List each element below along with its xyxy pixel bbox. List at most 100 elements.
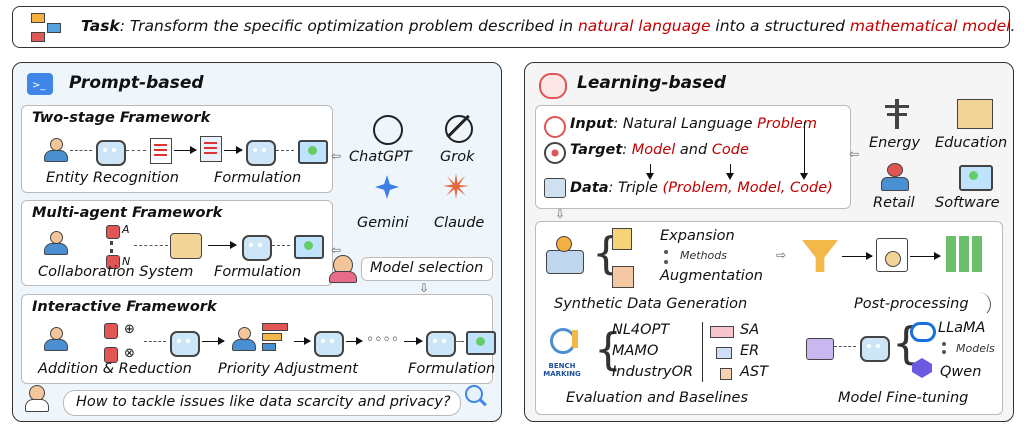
remove-agent-icon xyxy=(104,347,118,363)
benchmark-industryor: IndustryOR xyxy=(612,364,694,380)
monitor-icon xyxy=(298,140,328,164)
dots-icon xyxy=(664,250,672,264)
interactive-box: Interactive Framework ⊕ ⊗ ◦◦◦◦ Addition … xyxy=(21,294,496,384)
grid-icon xyxy=(946,236,982,272)
arrow-down xyxy=(726,164,734,180)
arrow-down-icon: ⇩ xyxy=(555,207,566,221)
prompt-based-panel: >_ Prompt-based Two-stage Framework Enti… xyxy=(12,62,502,422)
dashed-arrow xyxy=(144,341,166,342)
robot-icon xyxy=(860,336,890,362)
ellipsis-icon: ◦◦◦◦ xyxy=(366,332,400,348)
llama-label: LLaMA xyxy=(938,320,986,336)
robot-icon xyxy=(96,140,126,166)
metric-ast: AST xyxy=(740,364,768,380)
plus-icon: ⊕ xyxy=(124,322,135,337)
chevron-right-icon: ⇨ xyxy=(776,248,787,262)
arrow xyxy=(346,337,363,345)
funnel-icon xyxy=(802,240,838,272)
domain-retail: Retail xyxy=(873,195,915,211)
bar-pink-icon xyxy=(710,326,734,338)
target-line: Target: Model and Code xyxy=(570,142,749,158)
benchmark-badge: BENCH MARKING xyxy=(543,362,581,378)
qwen-icon xyxy=(912,358,932,378)
team-icon xyxy=(170,233,202,259)
data-line: Data: Triple (Problem, Model, Code) xyxy=(570,180,833,196)
metric-sa: SA xyxy=(740,322,760,338)
user-icon xyxy=(42,327,68,353)
arrow xyxy=(294,337,311,345)
two-stage-title: Two-stage Framework xyxy=(32,110,211,126)
two-stage-box: Two-stage Framework Entity Recognition F… xyxy=(21,105,333,193)
software-icon xyxy=(959,165,993,191)
retail-icon xyxy=(879,163,909,191)
metric-er: ER xyxy=(740,343,760,359)
multi-agent-title: Multi-agent Framework xyxy=(32,205,223,221)
education-icon xyxy=(957,99,993,129)
arrow xyxy=(404,337,423,345)
dashed-arrow xyxy=(276,150,294,151)
magnifier-icon xyxy=(465,385,487,407)
meta-icon xyxy=(910,322,936,342)
monitor-icon xyxy=(294,235,324,259)
model-fine-tuning-label: Model Fine-tuning xyxy=(838,390,969,406)
model-gemini: Gemini xyxy=(357,215,409,231)
energy-icon xyxy=(883,99,913,129)
robot-icon xyxy=(170,331,200,357)
task-banner: Task: Transform the specific optimizatio… xyxy=(12,6,1015,48)
bar-blue-icon xyxy=(716,347,732,359)
formulation-label: Formulation xyxy=(214,170,302,186)
curved-arrow-icon xyxy=(966,292,991,317)
collaboration-system-label: Collaboration System xyxy=(38,264,194,280)
input-line: Input: Natural Language Problem xyxy=(570,116,817,132)
evaluation-baselines-label: Evaluation and Baselines xyxy=(566,390,749,406)
question-box: How to tackle issues like data scarcity … xyxy=(63,390,461,416)
synthetic-data-generation-label: Synthetic Data Generation xyxy=(554,296,748,312)
arrow xyxy=(910,252,941,260)
agent-a-label: A xyxy=(122,223,130,236)
dots-icon xyxy=(942,342,950,354)
io-box: Input: Natural Language Problem Target: … xyxy=(535,105,851,209)
model-chatgpt: ChatGPT xyxy=(349,149,412,165)
expansion-icon xyxy=(612,228,632,250)
benchmark-icon xyxy=(544,328,588,364)
model-claude: Claude xyxy=(434,215,485,231)
dashed-arrow xyxy=(272,245,290,246)
arrow-down xyxy=(646,164,654,180)
target-icon xyxy=(544,142,566,164)
ellipsis-icon xyxy=(110,241,116,253)
add-agent-icon xyxy=(104,323,118,339)
learning-based-panel: Learning-based Input: Natural Language P… xyxy=(524,62,1014,422)
arrow xyxy=(224,146,243,154)
user-icon xyxy=(42,138,68,164)
formulation-label: Formulation xyxy=(214,264,302,280)
priority-adjustment-label: Priority Adjustment xyxy=(218,361,358,377)
arrow xyxy=(174,146,197,154)
expansion-label: Expansion xyxy=(660,228,735,244)
agent-n-label: N xyxy=(122,255,131,268)
prompt-title: Prompt-based xyxy=(69,73,204,93)
scientist-icon xyxy=(23,385,49,412)
dashed-arrow xyxy=(134,245,168,246)
agent-n-icon xyxy=(106,255,120,269)
claude-icon xyxy=(443,173,469,199)
cross-icon: ⊗ xyxy=(124,346,135,361)
domain-energy: Energy xyxy=(869,135,921,151)
interactive-title: Interactive Framework xyxy=(32,299,217,315)
chevron-left-icon: ⇦ xyxy=(849,147,860,161)
formulation-label: Formulation xyxy=(408,361,496,377)
filter-window-icon xyxy=(876,238,908,272)
arrow xyxy=(202,337,225,345)
dashed-arrow xyxy=(126,150,146,151)
model-selection-label: Model selection xyxy=(370,260,484,276)
learning-title: Learning-based xyxy=(577,73,726,93)
domain-education: Education xyxy=(935,135,1008,151)
benchmark-nl4opt: NL4OPT xyxy=(612,322,670,338)
divider xyxy=(702,322,703,382)
grok-icon xyxy=(445,115,473,143)
user-icon xyxy=(42,231,68,257)
user-icon xyxy=(230,327,256,353)
arrow-down-icon: ⇩ xyxy=(419,281,430,295)
dashed-arrow xyxy=(454,341,464,342)
methods-label: Methods xyxy=(680,249,727,262)
models-label: Models xyxy=(956,342,995,355)
